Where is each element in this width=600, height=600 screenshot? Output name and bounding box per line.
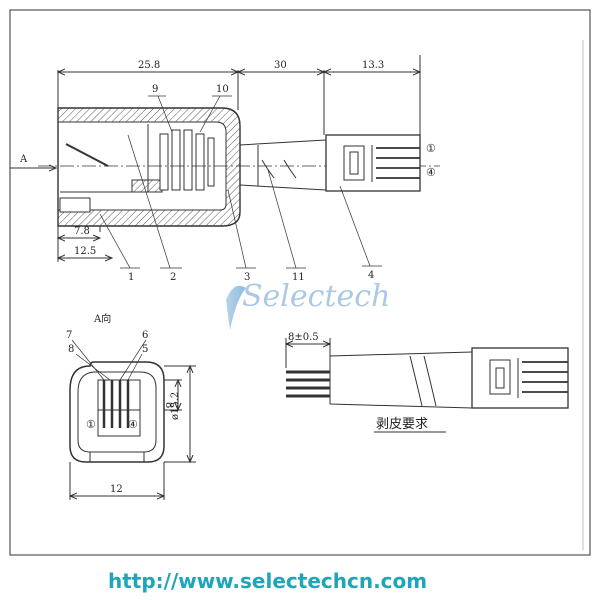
strip-view [286,338,569,433]
dim-left-1: 7.8 [74,226,90,237]
view-a-pin-right: ④ [128,418,138,431]
dim-12: 12 [110,484,123,495]
dim-top-2: 30 [274,60,287,71]
callout-6: 6 [142,330,148,341]
pin-top-label: ① [426,142,436,155]
arrow-a-label: A [19,154,28,165]
callout-8: 8 [68,344,74,355]
callout-10: 10 [216,84,229,95]
drawing-frame [9,9,591,556]
callout-7: 7 [66,330,72,341]
callout-5: 5 [142,344,148,355]
view-a [70,339,196,500]
footer-url[interactable]: http://www.selectechcn.com [108,569,427,593]
watermark-text: Selectech [242,279,390,314]
strip-dim: 8±0.5 [288,332,319,343]
callout-3: 3 [244,272,250,283]
callout-1: 1 [128,272,134,283]
callout-2: 2 [170,272,176,283]
dim-8: 8 [163,402,174,408]
callout-11: 11 [292,272,305,283]
dim-15-2: ø15.2 [170,392,181,420]
view-a-title: A向 [93,312,111,325]
callout-9: 9 [152,84,158,95]
strip-caption: 剥皮要求 [376,417,428,432]
view-a-pin-left: ① [86,418,96,431]
dim-top-1: 25.8 [138,60,160,71]
selectech-watermark: Selectech [226,279,390,330]
dim-left-2: 12.5 [74,246,96,257]
callout-4: 4 [368,270,374,281]
side-view [10,55,440,269]
dim-top-3: 13.3 [362,60,384,71]
pin-bottom-label: ④ [426,166,436,179]
